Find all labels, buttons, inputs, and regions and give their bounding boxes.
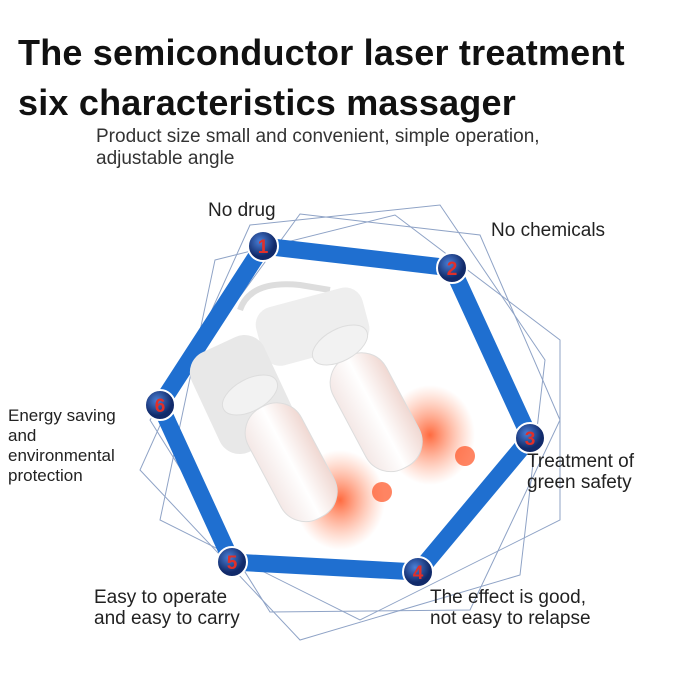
label-line: The effect is good, — [430, 587, 586, 608]
badge-4: 4 — [402, 556, 434, 588]
svg-text:6: 6 — [155, 396, 166, 417]
label-line: No chemicals — [491, 220, 606, 241]
label-line: Energy saving — [8, 406, 116, 425]
subtitle-line-1: Product size small and convenient, simpl… — [96, 126, 540, 147]
label-line: not easy to relapse — [430, 608, 591, 629]
label-line: green safety — [527, 472, 632, 493]
label-line: Treatment of — [527, 451, 635, 472]
badge-1: 1 — [247, 230, 279, 262]
label-line: Easy to operate — [94, 587, 228, 608]
decorative-lines — [139, 204, 561, 641]
label-line: and easy to carry — [94, 608, 240, 629]
feature-2-label: No chemicals — [491, 220, 605, 241]
label-line: No drug — [208, 200, 276, 221]
svg-text:4: 4 — [413, 563, 424, 584]
feature-4-label: The effect is good,not easy to relapse — [430, 587, 591, 629]
svg-text:2: 2 — [447, 259, 458, 280]
label-line: and — [8, 426, 37, 445]
label-line: environmental — [8, 446, 115, 465]
badge-5: 5 — [216, 546, 248, 578]
title-line-2: six characteristics massager — [18, 82, 516, 123]
title-line-1: The semiconductor laser treatment — [18, 32, 625, 73]
massager-device — [189, 281, 475, 550]
svg-text:3: 3 — [525, 429, 536, 450]
badge-6: 6 — [144, 389, 176, 421]
label-line: protection — [8, 466, 83, 485]
badge-2: 2 — [436, 252, 468, 284]
svg-text:5: 5 — [227, 553, 238, 574]
subtitle-line-2: adjustable angle — [96, 148, 235, 169]
svg-text:1: 1 — [258, 237, 269, 258]
feature-1-label: No drug — [208, 200, 276, 221]
badge-3: 3 — [514, 422, 546, 454]
